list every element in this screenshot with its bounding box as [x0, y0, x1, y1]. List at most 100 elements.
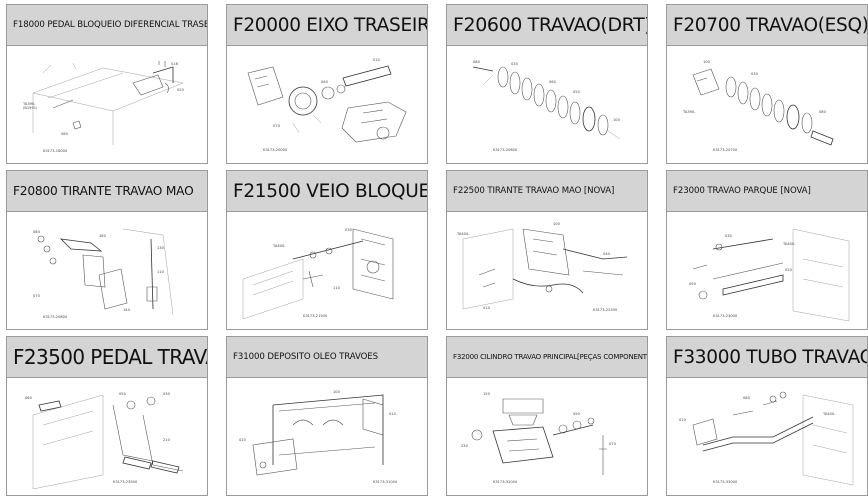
svg-text:050: 050 — [119, 392, 127, 396]
card-header: F22500 TIRANTE TRAVAO MAO [NOVA] — [447, 171, 647, 212]
svg-text:080: 080 — [819, 110, 827, 114]
svg-text:K3173-21500: K3173-21500 — [303, 314, 328, 318]
card-header: F20600 TRAVAO(DRT) — [447, 5, 647, 46]
svg-text:060: 060 — [61, 132, 69, 136]
svg-text:080: 080 — [33, 230, 41, 234]
catalog-card-f32000[interactable]: F32000 CILINDRO TRAVAO PRINCIPAL[PEÇAS C… — [446, 336, 648, 496]
svg-text:K3173-20600: K3173-20600 — [493, 148, 518, 152]
card-header: F33000 TUBO TRAVAO — [667, 337, 867, 378]
svg-text:K3173-20700: K3173-20700 — [713, 148, 738, 152]
card-header: F23500 PEDAL TRAVAO — [7, 337, 207, 378]
rear-axle-diagram-icon: 010 040 070 K3173-20000 — [233, 53, 421, 157]
svg-text:080: 080 — [743, 396, 751, 400]
svg-text:040: 040 — [321, 80, 329, 84]
svg-text:010: 010 — [389, 412, 397, 416]
svg-text:K3173-32000: K3173-32000 — [493, 480, 518, 484]
svg-text:100: 100 — [553, 222, 561, 226]
catalog-card-f20000[interactable]: F20000 EIXO TRASEIRO 010 040 070 K3173-2… — [226, 4, 428, 164]
svg-text:100: 100 — [333, 390, 341, 394]
svg-text:K3173-22500: K3173-22500 — [593, 308, 618, 312]
svg-text:020: 020 — [177, 88, 185, 92]
svg-text:020: 020 — [239, 438, 247, 442]
card-header: F23000 TRAVAO PARQUE [NOVA] — [667, 171, 867, 212]
catalog-card-f33000[interactable]: F33000 TUBO TRAVAO 080 010 TA400- K3173-… — [666, 336, 868, 496]
card-title: F23000 TRAVAO PARQUE [NOVA] — [673, 186, 811, 196]
svg-text:060: 060 — [549, 80, 557, 84]
pedal-lock-diagram-icon: 016 020 TA390- (B1991) 060 K3173-18000 — [13, 53, 201, 157]
svg-text:030: 030 — [511, 62, 519, 66]
svg-text:210: 210 — [163, 438, 171, 442]
card-header: F20000 EIXO TRASEIRO — [227, 5, 427, 46]
svg-text:100: 100 — [703, 60, 711, 64]
svg-text:070: 070 — [609, 442, 617, 446]
card-title: F20800 TIRANTE TRAVAO MAO — [13, 184, 194, 198]
svg-text:010: 010 — [483, 306, 491, 310]
svg-text:030: 030 — [163, 392, 171, 396]
svg-text:TA400-: TA400- — [822, 412, 836, 416]
svg-text:100: 100 — [613, 118, 621, 122]
svg-text:180: 180 — [99, 234, 107, 238]
card-header: F31000 DEPOSITO OLEO TRAVOES — [227, 337, 427, 378]
svg-text:010: 010 — [373, 58, 381, 62]
svg-text:016: 016 — [171, 62, 179, 66]
card-title: F20600 TRAVAO(DRT) — [453, 14, 647, 36]
catalog-card-f23000[interactable]: F23000 TRAVAO PARQUE [NOVA] 030 TA400- 0… — [666, 170, 868, 330]
svg-text:K3173-33000: K3173-33000 — [713, 480, 738, 484]
card-header: F20800 TIRANTE TRAVAO MAO — [7, 171, 207, 212]
card-title: F33000 TUBO TRAVAO — [673, 346, 867, 368]
brake-oil-tank-diagram-icon: 100 010 020 K3173-31000 — [233, 385, 421, 489]
catalog-card-f22500[interactable]: F22500 TIRANTE TRAVAO MAO [NOVA] TA400- … — [446, 170, 648, 330]
svg-text:090: 090 — [573, 412, 581, 416]
card-header: F21500 VEIO BLOQUEIO — [227, 171, 427, 212]
svg-text:TA400-: TA400- — [272, 244, 286, 248]
svg-text:K3173-23500: K3173-23500 — [113, 480, 138, 484]
svg-text:080: 080 — [473, 60, 481, 64]
card-header: F18000 PEDAL BLOQUEIO DIFERENCIAL TRASEI… — [7, 5, 207, 46]
svg-text:060: 060 — [25, 396, 33, 400]
catalog-card-f20600[interactable]: F20600 TRAVAO(DRT) 080 030 060 050 100 — [446, 4, 648, 164]
svg-text:030: 030 — [345, 228, 353, 232]
catalog-card-f31000[interactable]: F31000 DEPOSITO OLEO TRAVOES 100 010 020… — [226, 336, 428, 496]
card-title: F18000 PEDAL BLOQUEIO DIFERENCIAL TRASEI… — [13, 20, 207, 30]
svg-text:020: 020 — [785, 268, 793, 272]
catalog-card-f20700[interactable]: F20700 TRAVAO(ESQ) 100 030 TA390- 080 K3… — [666, 4, 868, 164]
card-header: F20700 TRAVAO(ESQ) — [667, 5, 867, 46]
master-cylinder-diagram-icon: 150 230 090 070 K3173-32000 — [453, 385, 641, 489]
brake-right-diagram-icon: 080 030 060 050 100 K3173-20600 — [453, 53, 641, 157]
card-title: F20700 TRAVAO(ESQ) — [673, 14, 867, 36]
svg-text:K3173-20800: K3173-20800 — [43, 315, 68, 319]
hand-brake-rod-diagram-icon: 080 180 130 110 070 140 K3173-20800 — [13, 219, 201, 323]
svg-text:130: 130 — [157, 246, 165, 250]
svg-text:TA400-: TA400- — [456, 232, 470, 236]
svg-text:070: 070 — [33, 294, 41, 298]
svg-text:140: 140 — [123, 308, 131, 312]
card-title: F31000 DEPOSITO OLEO TRAVOES — [233, 352, 378, 362]
svg-text:TA400-: TA400- — [782, 242, 796, 246]
svg-text:050: 050 — [689, 282, 697, 286]
svg-text:K3173-23000: K3173-23000 — [713, 314, 738, 318]
svg-text:TA390-: TA390- — [22, 102, 36, 106]
svg-text:010: 010 — [679, 418, 687, 422]
lock-shaft-diagram-icon: TA400- 030 110 K3173-21500 — [233, 219, 421, 323]
catalog-card-f20800[interactable]: F20800 TIRANTE TRAVAO MAO 080 180 130 11… — [6, 170, 208, 330]
svg-text:TA390-: TA390- — [682, 110, 696, 114]
svg-text:030: 030 — [751, 72, 759, 76]
svg-text:070: 070 — [273, 124, 281, 128]
brake-left-diagram-icon: 100 030 TA390- 080 K3173-20700 — [673, 53, 861, 157]
catalog-card-f21500[interactable]: F21500 VEIO BLOQUEIO TA400- 030 110 K317… — [226, 170, 428, 330]
svg-text:030: 030 — [725, 234, 733, 238]
svg-text:110: 110 — [333, 286, 341, 290]
hand-brake-rod-new-diagram-icon: TA400- 100 040 010 K3173-22500 — [453, 219, 641, 323]
card-title: F22500 TIRANTE TRAVAO MAO [NOVA] — [453, 186, 615, 196]
parking-brake-diagram-icon: 030 TA400- 020 050 K3173-23000 — [673, 219, 861, 323]
catalog-card-f23500[interactable]: F23500 PEDAL TRAVAO 060 050 030 210 K317… — [6, 336, 208, 496]
card-title: F20000 EIXO TRASEIRO — [233, 14, 427, 36]
catalog-card-f18000[interactable]: F18000 PEDAL BLOQUEIO DIFERENCIAL TRASEI… — [6, 4, 208, 164]
card-title: F32000 CILINDRO TRAVAO PRINCIPAL[PEÇAS C… — [453, 353, 647, 361]
card-title: F23500 PEDAL TRAVAO — [13, 345, 207, 369]
brake-pedal-diagram-icon: 060 050 030 210 K3173-23500 — [13, 385, 201, 489]
svg-text:110: 110 — [157, 270, 165, 274]
svg-text:K3173-31000: K3173-31000 — [373, 480, 398, 484]
svg-text:(B1991): (B1991) — [23, 106, 38, 110]
